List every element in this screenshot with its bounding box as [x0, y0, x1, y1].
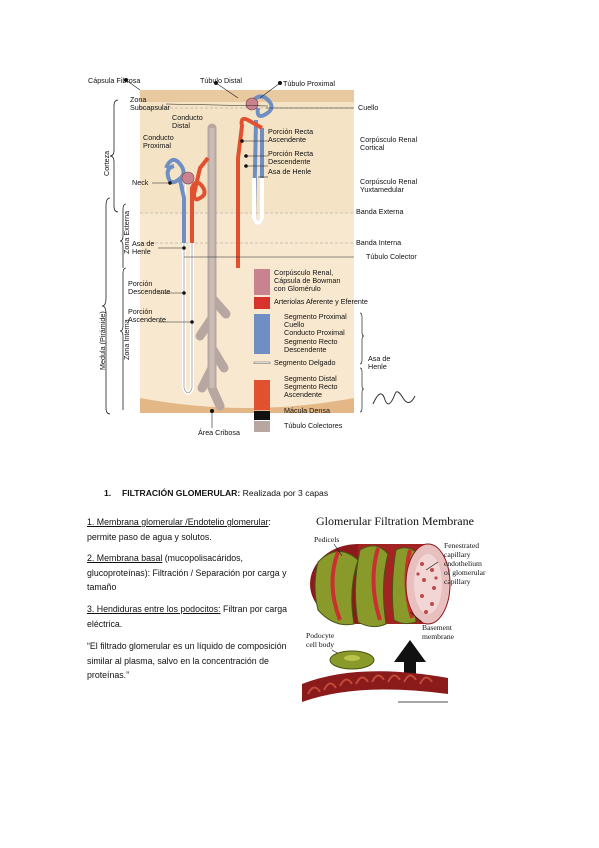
nephron-illustration — [101, 78, 416, 432]
legend-swatches — [253, 269, 271, 432]
section-subtitle: Realizada por 3 capas — [240, 488, 329, 498]
term-membrana-basal: 2. Membrana basal — [87, 553, 163, 563]
label-capsula-fibrosa: Cápsula Fibrosa — [88, 76, 141, 85]
label-fenestrated-5: capillary — [444, 577, 471, 586]
term-membrana-glomerular: 1. Membrana glomerular /Endotelio glomer… — [87, 517, 269, 527]
label-corpusculo-yuxtamedular: Corpúsculo Renal Yuxtamedular — [360, 177, 418, 195]
legend-l1a: Corpúsculo Renal, — [274, 268, 334, 277]
legend-l3d: Segmento Recto — [284, 337, 338, 346]
label-fenestrated-4: of glomerular — [444, 568, 486, 577]
label-porcion-recta-descendente: Porción Recta Descendente — [268, 149, 314, 167]
legend-l3e: Descendente — [284, 345, 327, 354]
legend-l5b: Segmento Recto — [284, 382, 338, 391]
label-area-cribosa: Área Cribosa — [198, 428, 240, 437]
desc-membrana-glomerular: : permite paso de agua y solutos. — [87, 517, 271, 542]
glomerular-filtration-figure: Glomerular Filtration Membrane Pedicels … — [298, 512, 508, 706]
label-asa-de-henle-top: Asa de Henle — [268, 167, 312, 176]
label-basement-2: membrane — [422, 632, 455, 641]
label-fenestrated-3: endothelium — [444, 559, 482, 568]
label-basement-1: Basement — [422, 623, 452, 632]
label-podocyte-1: Podocyte — [306, 631, 335, 640]
legend-l7: Túbulo Colectores — [284, 421, 343, 430]
desc-hendiduras: Filtran por carga eléctrica. — [87, 604, 287, 629]
label-tubulo-proximal: Túbulo Proximal — [283, 79, 335, 88]
label-fenestrated-2: capillary — [444, 550, 471, 559]
paragraph-membrana-glomerular: 1. Membrana glomerular /Endotelio glomer… — [87, 515, 293, 544]
label-zona-externa: Zona Externa — [122, 210, 131, 254]
label-conducto-distal: Conducto Distal — [172, 113, 203, 131]
paragraph-hendiduras: 3. Hendiduras entre los podocitos: Filtr… — [87, 602, 293, 631]
label-porcion-ascendente: Porción Ascendente — [128, 307, 166, 325]
label-corteza: Corteza — [102, 150, 111, 176]
glomerular-membrane-illustration — [302, 543, 451, 703]
label-zona-interna: Zona Interna — [122, 319, 131, 360]
nephron-figure: Cápsula Fibrosa Túbulo Distal Túbulo Pro… — [88, 68, 428, 440]
section-heading: 1. FILTRACIÓN GLOMERULAR: Realizada por 3… — [104, 488, 328, 498]
legend-asa-de-henle: Asa de Henle — [368, 354, 391, 372]
label-pedicels: Pedicels — [314, 535, 340, 544]
label-corpusculo-cortical: Corpúsculo Renal Cortical — [360, 135, 418, 153]
legend-l2: Arteriolas Aferente y Eferente — [274, 297, 368, 306]
legend-l3a: Segmento Proximal — [284, 312, 347, 321]
label-porcion-descendente: Porción Descendente — [128, 279, 171, 297]
label-medula: Medula (Pirámide) — [98, 311, 107, 370]
label-zona-subcapsular: Zona Subcapsular — [130, 95, 170, 113]
legend-l3c: Conducto Proximal — [284, 328, 345, 337]
desc-membrana-basal: (mucopolisacáridos, glucoproteínas): Fil… — [87, 553, 287, 592]
label-neck: Neck — [132, 178, 149, 187]
legend-l4: Segmento Delgado — [274, 358, 336, 367]
legend-l1c: con Glomérulo — [274, 284, 321, 293]
legend-l3b: Cuello — [284, 320, 305, 329]
label-podocyte-2: cell body — [306, 640, 335, 649]
label-banda-externa: Banda Externa — [356, 207, 404, 216]
quote-filtrado-glomerular: “El filtrado glomerular es un líquido de… — [87, 641, 287, 680]
legend-l5a: Segmento Distal — [284, 374, 337, 383]
term-hendiduras: 3. Hendiduras entre los podocitos: — [87, 604, 221, 614]
label-tubulo-colector: Túbulo Colector — [366, 252, 417, 261]
legend-l6: Mácula Densa — [284, 406, 330, 415]
glomerular-figure-title: Glomerular Filtration Membrane — [316, 514, 474, 528]
section-title: FILTRACIÓN GLOMERULAR: — [122, 488, 241, 498]
label-asa-de-henle-left: Asa de Henle — [132, 239, 155, 257]
label-porcion-recta-ascendente: Porción Recta Ascendente — [268, 127, 314, 145]
label-conducto-proximal: Conducto Proximal — [143, 133, 174, 151]
legend-l1b: Cápsula de Bowman — [274, 276, 341, 285]
label-cuello: Cuello — [358, 103, 379, 112]
label-tubulo-distal: Túbulo Distal — [200, 76, 242, 85]
label-banda-interna: Banda Interna — [356, 238, 402, 247]
section-number: 1. — [104, 488, 112, 498]
paragraph-membrana-basal: 2. Membrana basal (mucopolisacáridos, gl… — [87, 551, 293, 595]
legend-l5c: Ascendente — [284, 390, 322, 399]
label-fenestrated-1: Fenestrated — [444, 541, 480, 550]
